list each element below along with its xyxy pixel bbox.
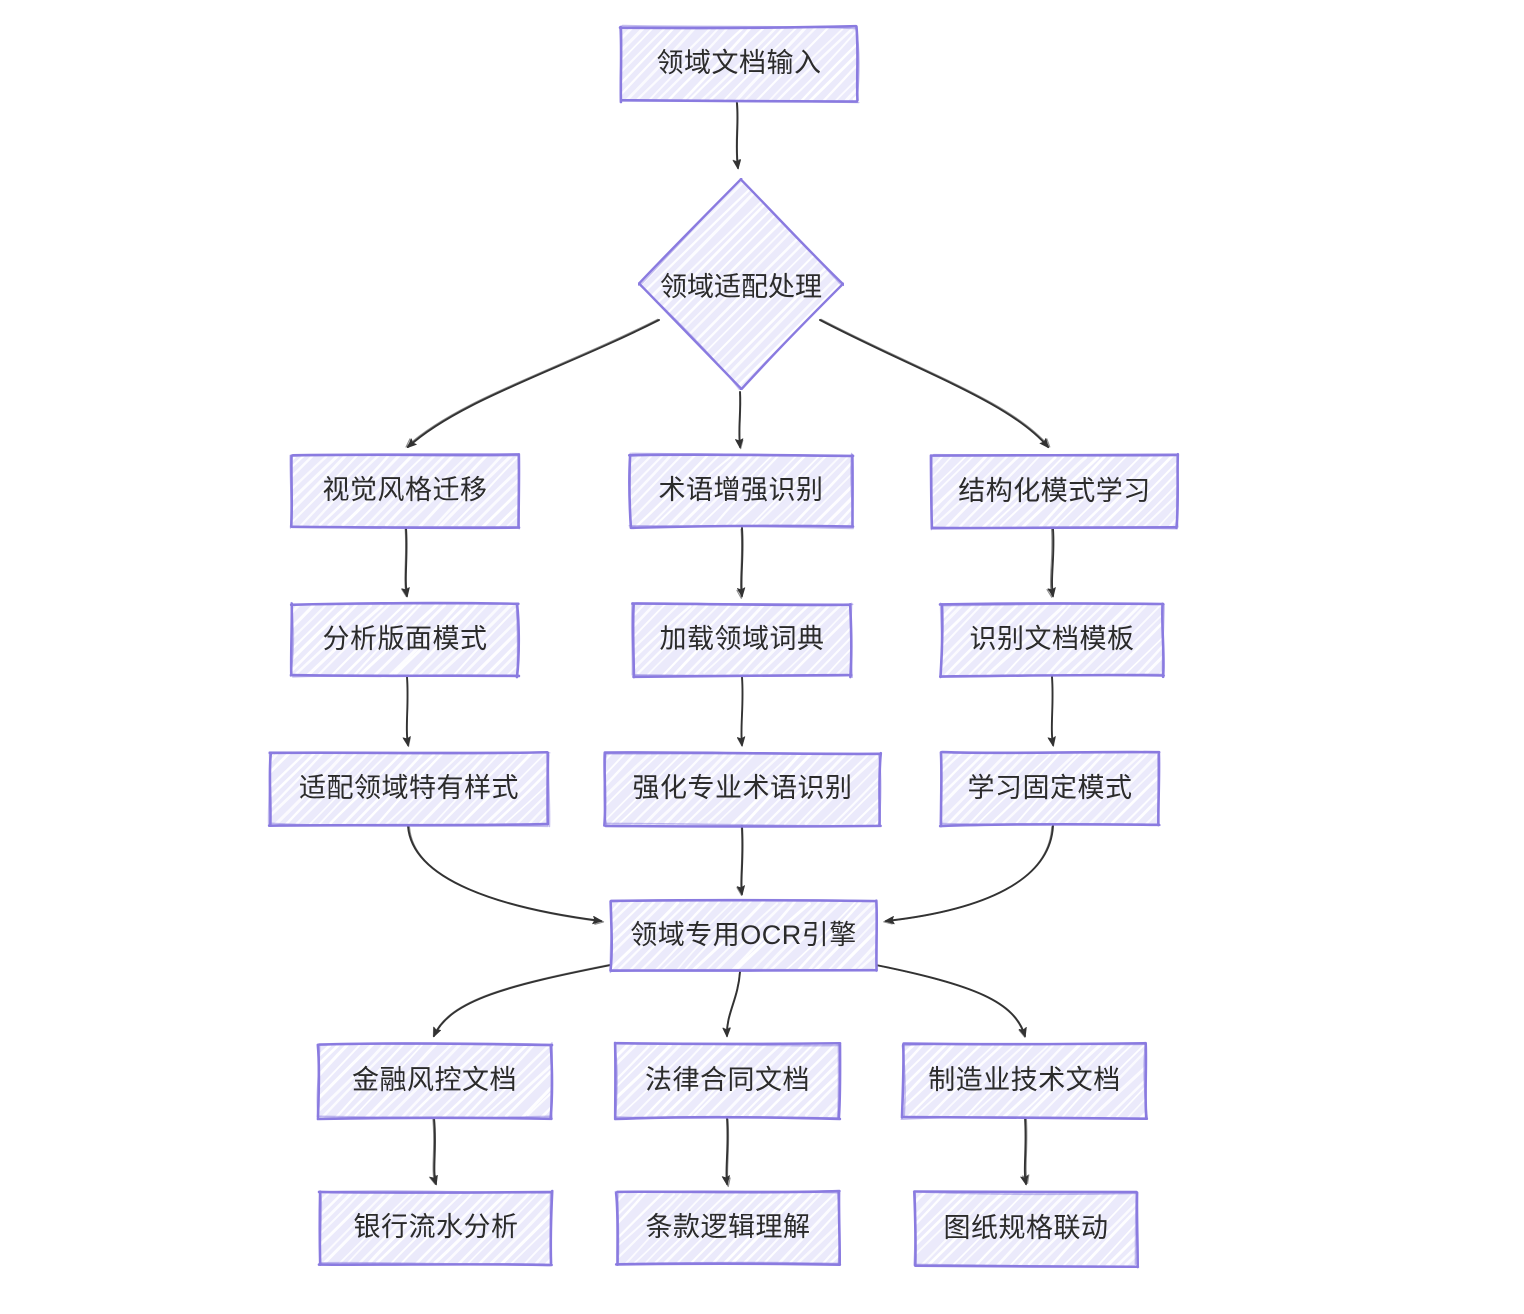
flow-edge-n2-to-n3 bbox=[406, 319, 660, 449]
flow-node-n6[interactable]: 分析版面模式 bbox=[289, 601, 521, 679]
node-sketch-shape bbox=[938, 602, 1165, 679]
flow-node-n15[interactable]: 制造业技术文档 bbox=[900, 1041, 1149, 1121]
flow-edge-n9-to-n12 bbox=[407, 825, 603, 925]
flow-node-label: 术语增强识别 bbox=[658, 475, 824, 506]
node-sketch-shape bbox=[627, 452, 855, 530]
flow-node-n17[interactable]: 条款逻辑理解 bbox=[614, 1189, 842, 1266]
node-sketch-shape bbox=[900, 1041, 1149, 1121]
flow-node-label: 领域专用OCR引擎 bbox=[630, 920, 857, 951]
flow-edge-n12-to-n14 bbox=[722, 971, 741, 1038]
flow-edge-n11-to-n12 bbox=[883, 826, 1053, 925]
node-sketch-shape bbox=[613, 1041, 842, 1121]
flow-edge-n5-to-n8 bbox=[1046, 528, 1054, 598]
flow-edge-n12-to-n13 bbox=[433, 964, 612, 1038]
node-sketch-shape bbox=[630, 602, 854, 679]
flow-node-n3[interactable]: 视觉风格迁移 bbox=[289, 452, 521, 530]
flow-edge-n12-to-n13 bbox=[432, 963, 612, 1037]
flow-edge-n2-to-n5 bbox=[819, 319, 1049, 449]
flow-node-label: 分析版面模式 bbox=[322, 624, 488, 655]
flow-edge-n7-to-n10 bbox=[736, 676, 746, 747]
node-sketch-shape bbox=[316, 1042, 554, 1121]
flow-edge-n9-to-n12 bbox=[408, 826, 605, 925]
flow-node-label: 视觉风格迁移 bbox=[322, 475, 488, 506]
flow-node-n18[interactable]: 图纸规格联动 bbox=[912, 1190, 1140, 1269]
flow-node-n11[interactable]: 学习固定模式 bbox=[938, 750, 1162, 828]
flow-edge-n10-to-n12 bbox=[736, 825, 744, 897]
node-sketch-shape bbox=[618, 24, 860, 104]
node-sketch-shape bbox=[289, 452, 521, 530]
flow-edge-n4-to-n7 bbox=[736, 527, 746, 598]
node-sketch-shape bbox=[912, 1190, 1140, 1269]
flow-edge-n3-to-n6 bbox=[401, 527, 410, 598]
flow-edge-n1-to-n2 bbox=[732, 102, 742, 170]
flow-edge-n6-to-n9 bbox=[403, 676, 411, 748]
flow-edge-n6-to-n9 bbox=[402, 676, 411, 747]
flow-edge-n5-to-n8 bbox=[1047, 528, 1056, 598]
flow-node-label: 加载领域词典 bbox=[659, 624, 825, 655]
flow-edge-n8-to-n11 bbox=[1048, 676, 1056, 747]
flow-node-n12[interactable]: 领域专用OCR引擎 bbox=[609, 898, 879, 974]
flow-node-label: 金融风控文档 bbox=[352, 1065, 517, 1096]
flow-node-n4[interactable]: 术语增强识别 bbox=[627, 452, 855, 530]
flow-node-label: 识别文档模板 bbox=[969, 624, 1135, 655]
flow-node-label: 结构化模式学习 bbox=[958, 475, 1151, 506]
flow-node-label: 领域适配处理 bbox=[660, 271, 822, 302]
flow-node-n1[interactable]: 领域文档输入 bbox=[618, 24, 860, 104]
flow-edge-n10-to-n12 bbox=[736, 825, 745, 896]
flow-edge-n12-to-n15 bbox=[875, 964, 1027, 1038]
flow-node-label: 适配领域特有样式 bbox=[299, 773, 519, 804]
flow-node-n9[interactable]: 适配领域特有样式 bbox=[267, 750, 551, 828]
flow-node-n10[interactable]: 强化专业术语识别 bbox=[603, 751, 883, 828]
flow-node-n16[interactable]: 银行流水分析 bbox=[317, 1189, 554, 1267]
node-sketch-shape bbox=[317, 1189, 554, 1267]
flow-node-label: 法律合同文档 bbox=[645, 1065, 810, 1096]
flow-node-n5[interactable]: 结构化模式学习 bbox=[929, 452, 1180, 531]
node-sketch-shape bbox=[609, 898, 879, 974]
flow-edge-n8-to-n11 bbox=[1047, 676, 1056, 747]
flow-node-label: 强化专业术语识别 bbox=[632, 773, 853, 804]
node-sketch-shape bbox=[603, 751, 883, 828]
flow-node-label: 图纸规格联动 bbox=[943, 1213, 1109, 1244]
flow-edge-n1-to-n2 bbox=[732, 101, 741, 169]
flow-node-label: 学习固定模式 bbox=[967, 773, 1133, 804]
flow-node-n14[interactable]: 法律合同文档 bbox=[613, 1041, 842, 1121]
flow-node-n2[interactable]: 领域适配处理 bbox=[638, 178, 844, 390]
flow-edge-n11-to-n12 bbox=[884, 825, 1054, 925]
flow-node-label: 制造业技术文档 bbox=[928, 1065, 1121, 1096]
flow-edge-n3-to-n6 bbox=[400, 527, 409, 598]
flow-node-n7[interactable]: 加载领域词典 bbox=[630, 602, 854, 679]
flow-node-label: 领域文档输入 bbox=[656, 48, 822, 79]
node-sketch-shape bbox=[929, 452, 1180, 531]
flow-edge-n2-to-n3 bbox=[405, 318, 659, 448]
flow-node-label: 条款逻辑理解 bbox=[645, 1212, 811, 1243]
flow-node-n8[interactable]: 识别文档模板 bbox=[938, 602, 1165, 679]
flow-edge-n4-to-n7 bbox=[736, 528, 744, 599]
flow-edge-n2-to-n5 bbox=[820, 318, 1051, 448]
flow-edge-n7-to-n10 bbox=[737, 676, 745, 747]
flow-edge-n2-to-n4 bbox=[735, 392, 744, 450]
node-sketch-shape bbox=[614, 1189, 842, 1266]
flow-node-n13[interactable]: 金融风控文档 bbox=[316, 1042, 554, 1121]
flow-edge-n14-to-n17 bbox=[723, 1118, 731, 1188]
flow-node-label: 银行流水分析 bbox=[353, 1212, 519, 1243]
node-sketch-shape bbox=[289, 601, 521, 679]
flow-edge-n12-to-n15 bbox=[874, 964, 1026, 1038]
flow-edge-n2-to-n4 bbox=[735, 391, 744, 449]
